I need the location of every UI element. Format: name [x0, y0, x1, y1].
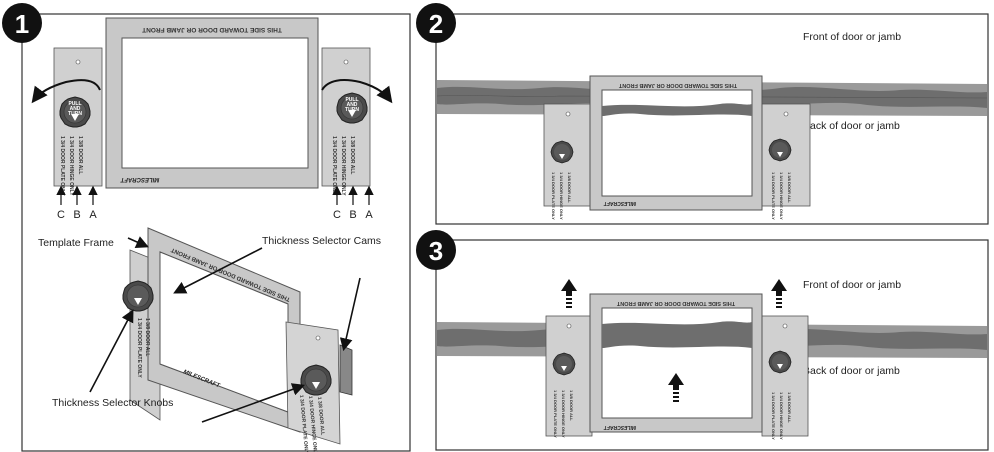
cam-arrows-right: C B A — [332, 185, 374, 221]
frame-text-top: THIS SIDE TOWARD DOOR OR JAMB FRONT — [142, 26, 282, 33]
template-frame-perspective: THIS SIDE TOWARD DOOR OR JAMB FRONT MILE… — [122, 227, 353, 452]
callout-arrow-template — [127, 236, 149, 248]
cam-letter-b: B — [349, 209, 356, 221]
knob-label-pull: PULL — [68, 101, 81, 107]
frame-text-3: THIS SIDE TOWARD DOOR OR JAMB FRONT — [616, 300, 735, 306]
rotate-arrow-left — [31, 79, 101, 104]
step-number-1: 1 — [15, 9, 29, 39]
knob-label-pull: PULL — [345, 97, 358, 103]
step-number-3: 3 — [429, 236, 443, 266]
step-badge-3: 3 — [416, 230, 456, 270]
frame-text-2: THIS SIDE TOWARD DOOR OR JAMB FRONT — [618, 82, 737, 88]
label-back-door-2: Back of door or jamb — [803, 120, 900, 132]
logo-3: MILESCRAFT — [603, 424, 636, 430]
knob-label-and: AND — [70, 106, 81, 112]
wing-label-plate: 1 3/4 DOOR PLATE ONLY — [771, 172, 776, 220]
cam-letter-c: C — [57, 209, 65, 221]
callout-arrow-cams-2 — [339, 277, 361, 352]
label-thickness-knobs: Thickness Selector Knobs — [52, 397, 173, 409]
jig-panel-3: 1 3/4 DOOR PLATE ONLY 1 3/4 DOOR HINGE O… — [545, 293, 809, 440]
wing-label-all: 1 3/8 DOOR ALL — [569, 390, 574, 421]
callout-arrow-knobs-1 — [89, 309, 134, 393]
wing-label-plate: 1 3/4 DOOR PLATE ONLY — [298, 395, 309, 452]
wing-label-all: 1 3/8 DOOR ALL — [77, 136, 83, 174]
label-template-frame: Template Frame — [38, 237, 114, 249]
rotate-arrow-right — [321, 79, 393, 104]
wing-label-plate: 1 3/4 DOOR PLATE ONLY — [771, 392, 776, 440]
wing-label-all: 1 3/8 DOOR ALL — [349, 136, 355, 174]
wing-label-hinge: 1 3/4 DOOR HINGE ONLY — [340, 136, 346, 196]
label-front-door-2: Front of door or jamb — [803, 31, 901, 43]
knob-label-and: AND — [347, 102, 358, 108]
wing-label-hinge: 1 3/4 DOOR HINGE ONLY — [561, 390, 566, 438]
wing-label-all: 1 3/8 DOOR ALL — [787, 172, 792, 203]
knob-label-turn: TURN — [68, 111, 82, 117]
logo-top: MILESCRAFT — [119, 176, 159, 182]
wing-label-plate: 1 3/4 DOOR PLATE ONLY — [59, 136, 65, 196]
up-arrow-left — [561, 279, 577, 308]
step-badge-2: 2 — [416, 3, 456, 43]
wing-label-hinge: 1 3/4 DOOR HINGE ONLY — [68, 136, 74, 196]
wing-label-plate: 1 3/4 DOOR PLATE ONLY — [136, 318, 142, 378]
wing-label-all: 1 3/8 DOOR ALL — [144, 318, 150, 356]
cam-letter-a: A — [365, 209, 373, 221]
callout-arrow-knobs-2 — [201, 383, 306, 423]
up-arrow-right — [771, 279, 787, 308]
wing-label-plate: 1 3/4 DOOR PLATE ONLY — [551, 172, 556, 220]
wing-label-plate: 1 3/4 DOOR PLATE ONLY — [553, 390, 558, 438]
wing-label-hinge: 1 3/4 DOOR HINGE ONLY — [779, 392, 784, 440]
label-thickness-cams: Thickness Selector Cams — [262, 235, 381, 247]
cam-letter-a: A — [89, 209, 97, 221]
wing-label-hinge: 1 3/4 DOOR HINGE ONLY — [559, 172, 564, 220]
label-front-door-3: Front of door or jamb — [803, 279, 901, 291]
wing-label-all: 1 3/8 DOOR ALL — [567, 172, 572, 203]
wing-label-plate: 1 3/4 DOOR PLATE ONLY — [331, 136, 337, 196]
right-cam-wing: PULL AND TURN 1 3/4 DOOR PLATE ONLY 1 3/… — [321, 47, 371, 196]
template-frame-top: THIS SIDE TOWARD DOOR OR JAMB FRONT MILE… — [105, 17, 319, 189]
wing-label-hinge: 1 3/4 DOOR HINGE ONLY — [307, 396, 318, 452]
logo-2: MILESCRAFT — [603, 200, 636, 206]
cam-letter-b: B — [73, 209, 80, 221]
jig-panel-2: 1 3/4 DOOR PLATE ONLY 1 3/4 DOOR HINGE O… — [543, 75, 811, 220]
wing-label-all: 1 3/8 DOOR ALL — [787, 392, 792, 423]
up-arrow-center — [668, 373, 684, 402]
knob-label-turn: TURN — [345, 107, 359, 113]
cam-arrows-left: C B A — [56, 185, 98, 221]
wing-label-all: 1 3/8 DOOR ALL — [316, 397, 325, 436]
callout-arrow-cams-1 — [173, 247, 263, 294]
step-badge-1: 1 — [2, 3, 42, 43]
cam-letter-c: C — [333, 209, 341, 221]
step-number-2: 2 — [429, 9, 443, 39]
label-back-door-3: Back of door or jamb — [803, 365, 900, 377]
wing-label-hinge: 1 3/4 DOOR HINGE ONLY — [779, 172, 784, 220]
left-cam-wing: PULL AND TURN 1 3/4 DOOR PLATE ONLY 1 3/… — [53, 47, 103, 196]
